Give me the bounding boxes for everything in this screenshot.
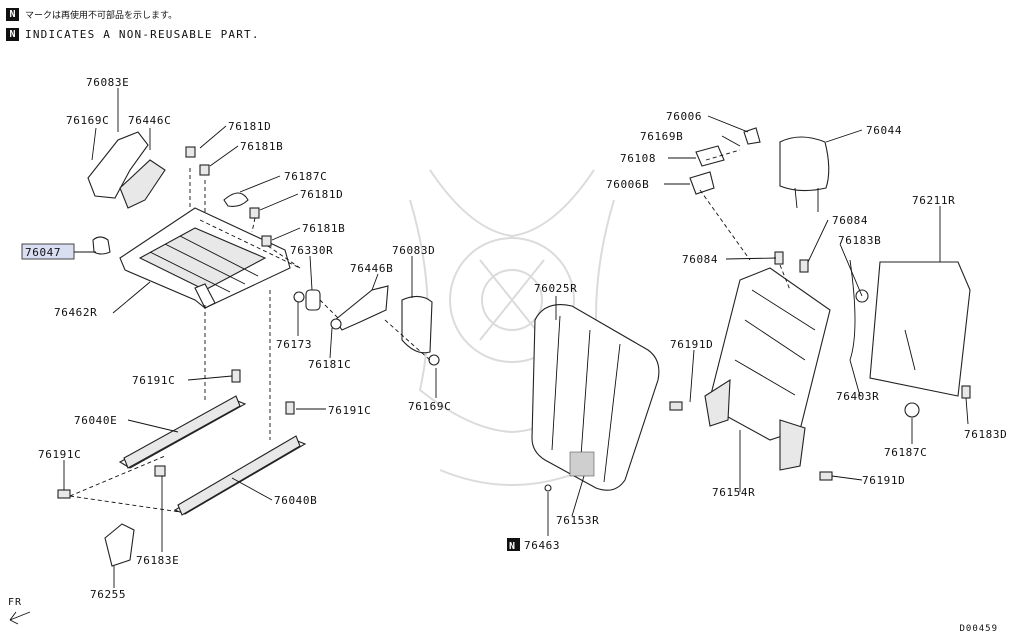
cushion-frame-group <box>57 131 440 567</box>
highlight-76047 <box>21 243 75 260</box>
label-76446C: 76446C <box>128 114 171 127</box>
label-76330R: 76330R <box>290 244 333 257</box>
non-reusable-mark-icon <box>507 538 520 551</box>
label-76191C: 76191C <box>38 448 81 461</box>
legend-line-japanese: N マークは再使用不可部品を示します。 <box>6 8 177 21</box>
label-76463: 76463 <box>524 539 560 552</box>
label-76153R: 76153R <box>556 514 599 527</box>
non-reusable-mark-icon: N <box>6 28 19 41</box>
legend-line-english: N INDICATES A NON-REUSABLE PART. <box>6 28 260 41</box>
label-76083E: 76083E <box>86 76 129 89</box>
non-reusable-mark-icon: N <box>6 8 19 21</box>
label-76183E: 76183E <box>136 554 179 567</box>
label-76154R: 76154R <box>712 486 755 499</box>
front-direction-label: FR <box>8 597 23 608</box>
label-76025R: 76025R <box>534 282 577 295</box>
legend-text-english: INDICATES A NON-REUSABLE PART. <box>25 28 260 41</box>
seatback-frame-group <box>669 127 971 481</box>
label-76183D: 76183D <box>964 428 1007 441</box>
legend-text-japanese: マークは再使用不可部品を示します。 <box>25 11 178 21</box>
label-76181C: 76181C <box>308 358 351 371</box>
label-76040E: 76040E <box>74 414 117 427</box>
label-76462R: 76462R <box>54 306 97 319</box>
label-76083D: 76083D <box>392 244 435 257</box>
seatback-cushion <box>531 304 660 492</box>
label-76040B: 76040B <box>274 494 317 507</box>
label-76044: 76044 <box>866 124 902 137</box>
part-labels: 76083E 76169C 76446C 76181D 76181B 76187… <box>25 76 1007 601</box>
label-76191D: 76191D <box>862 474 905 487</box>
label-76183B: 76183B <box>838 234 881 247</box>
label-76181D: 76181D <box>228 120 271 133</box>
label-76173: 76173 <box>276 338 312 351</box>
label-76403R: 76403R <box>836 390 879 403</box>
diagram-code: D00459 <box>959 624 998 634</box>
label-76446B: 76446B <box>350 262 393 275</box>
label-76191C: 76191C <box>328 404 371 417</box>
front-direction-arrow-icon <box>9 611 31 625</box>
label-76187C: 76187C <box>884 446 927 459</box>
label-76006B: 76006B <box>606 178 649 191</box>
label-76191D: 76191D <box>670 338 713 351</box>
label-76006: 76006 <box>666 110 702 123</box>
label-76255: 76255 <box>90 588 126 601</box>
label-76169C: 76169C <box>66 114 109 127</box>
leader-lines <box>63 88 969 588</box>
label-76169C: 76169C <box>408 400 451 413</box>
label-76084: 76084 <box>832 214 868 227</box>
label-76169B: 76169B <box>640 130 683 143</box>
label-76108: 76108 <box>620 152 656 165</box>
label-76191C: 76191C <box>132 374 175 387</box>
label-76463-mark: N <box>509 541 516 552</box>
label-76084: 76084 <box>682 253 718 266</box>
label-76211R: 76211R <box>912 194 955 207</box>
label-76181D: 76181D <box>300 188 343 201</box>
label-76181B: 76181B <box>302 222 345 235</box>
label-76181B: 76181B <box>240 140 283 153</box>
label-76187C: 76187C <box>284 170 327 183</box>
label-76047: 76047 <box>25 246 61 259</box>
